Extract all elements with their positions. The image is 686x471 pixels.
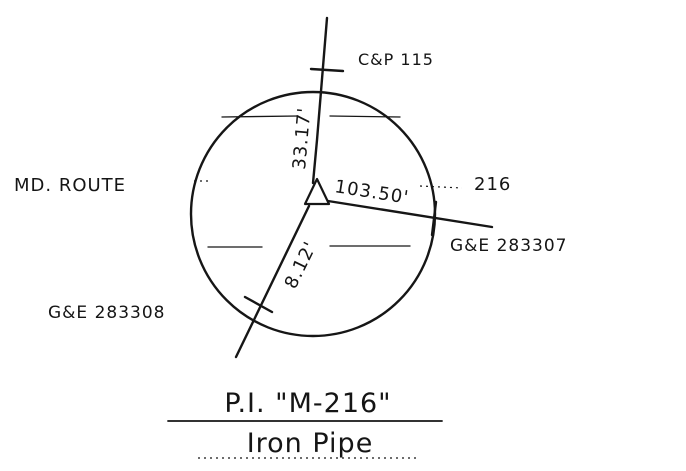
ge-pole-east-label: G&E 283307 <box>450 236 567 256</box>
distance-to-southwest-pole: 8.12' <box>281 238 322 292</box>
line-to-east-pole <box>326 199 494 229</box>
pi-triangle-icon <box>303 177 331 206</box>
road-edge-lines <box>207 115 411 248</box>
pole-tick-marks <box>243 67 438 314</box>
road-name-right: 216 <box>474 174 511 195</box>
road-centerline-dots <box>194 180 463 189</box>
caption-subtitle: Iron Pipe <box>247 428 374 459</box>
road-name-left: MD. ROUTE <box>14 175 126 196</box>
distance-to-north-pole: 33.17' <box>289 106 315 170</box>
line-to-southwest-pole <box>234 204 311 359</box>
cp-pole-label: C&P 115 <box>358 50 434 69</box>
caption-title: P.I. "M-216" <box>224 388 391 419</box>
ge-pole-southwest-label: G&E 283308 <box>48 303 165 323</box>
line-to-north-pole <box>311 16 329 185</box>
